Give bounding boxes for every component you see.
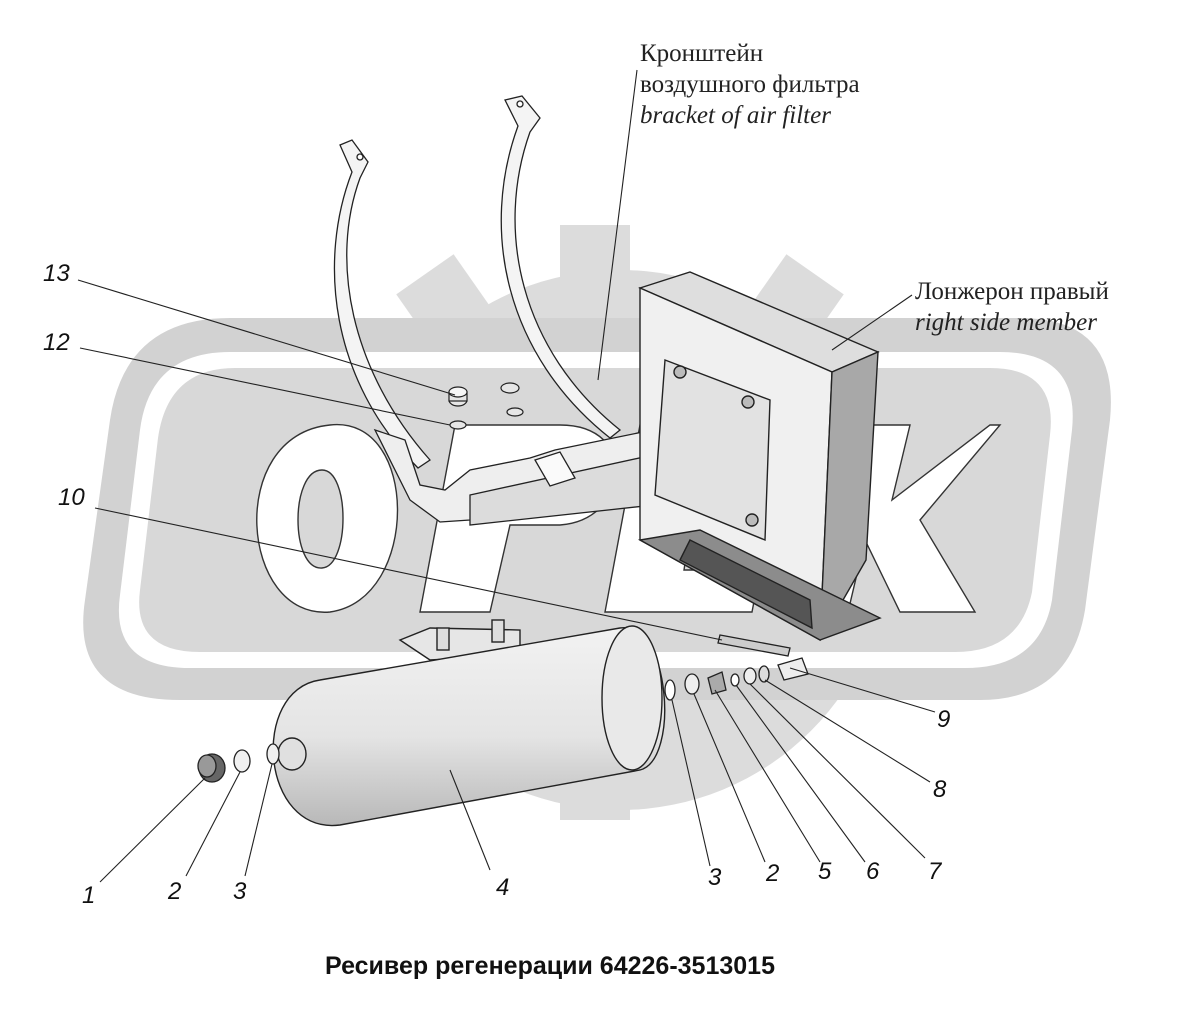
part-number-6: 6 [866, 858, 880, 885]
part-number-3-left: 3 [233, 878, 247, 905]
part-number-8: 8 [933, 776, 947, 803]
bracket-label-en: bracket of air filter [640, 102, 831, 129]
fittings-left [197, 743, 280, 783]
part-number-1: 1 [82, 882, 96, 909]
bracket-label-ru-line2: воздушного фильтра [640, 71, 860, 98]
side-member [637, 271, 882, 642]
part-number-5: 5 [818, 858, 832, 885]
fittings-right [664, 634, 809, 701]
part-number-2-left: 2 [168, 878, 182, 905]
bracket-label-ru: Кронштейн [640, 40, 764, 67]
member-label-ru: Лонжерон правый [915, 278, 1109, 305]
receiver-cylinder [272, 619, 666, 826]
leader-lines [77, 69, 936, 883]
part-number-13: 13 [43, 260, 70, 287]
part-number-2-right: 2 [766, 860, 780, 887]
part-number-10: 10 [58, 484, 85, 511]
part-number-3-right: 3 [708, 864, 722, 891]
part-number-9: 9 [937, 706, 951, 733]
part-number-4: 4 [496, 874, 510, 901]
part-number-12: 12 [43, 329, 70, 356]
member-label-en: right side member [915, 309, 1097, 336]
part-number-7: 7 [928, 858, 942, 885]
diagram-caption: Ресивер регенерации 64226-3513015 [325, 952, 775, 980]
